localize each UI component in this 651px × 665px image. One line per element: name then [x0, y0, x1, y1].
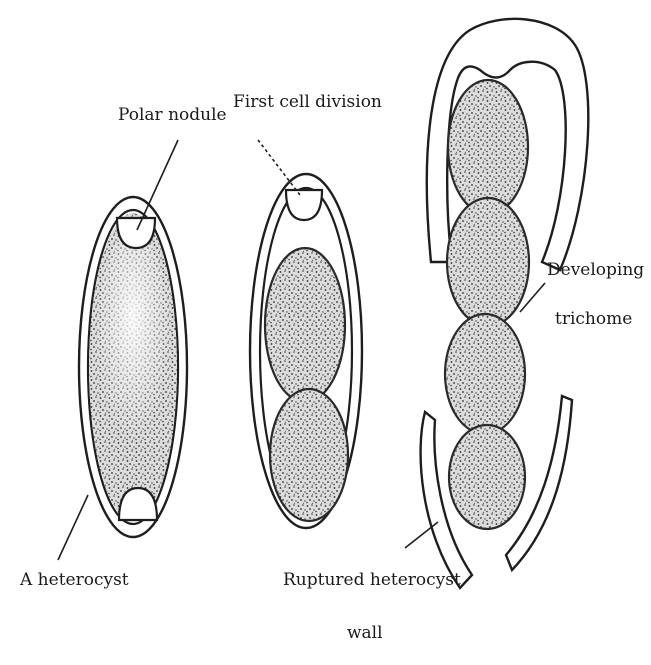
trichome-figure [421, 19, 589, 588]
label-trichome: trichome [555, 309, 632, 329]
label-polar-nodule: Polar nodule [118, 105, 227, 125]
division-daughter-cell-lower [270, 389, 348, 521]
division-polar-nodule [286, 190, 322, 220]
trichome-cell-4 [449, 425, 525, 529]
label-developing: Developing [547, 260, 644, 280]
label-ruptured-heterocyst: Ruptured heterocyst [283, 570, 461, 590]
division-daughter-cell-upper [265, 248, 345, 402]
first-division-figure [250, 174, 362, 528]
label-wall: wall [347, 623, 383, 643]
heterocyst-light-center [97, 230, 169, 450]
label-a-heterocyst: A heterocyst [19, 570, 129, 590]
trichome-cell-3 [445, 314, 525, 434]
polar-nodule-bottom [119, 488, 157, 520]
heterocyst-figure [79, 197, 187, 537]
trichome-cell-2 [447, 198, 529, 326]
trichome-cell-1 [448, 80, 528, 214]
polar-nodule-top [117, 218, 155, 248]
leader-heterocyst [58, 495, 88, 560]
label-first-cell-division: First cell division [233, 92, 382, 112]
